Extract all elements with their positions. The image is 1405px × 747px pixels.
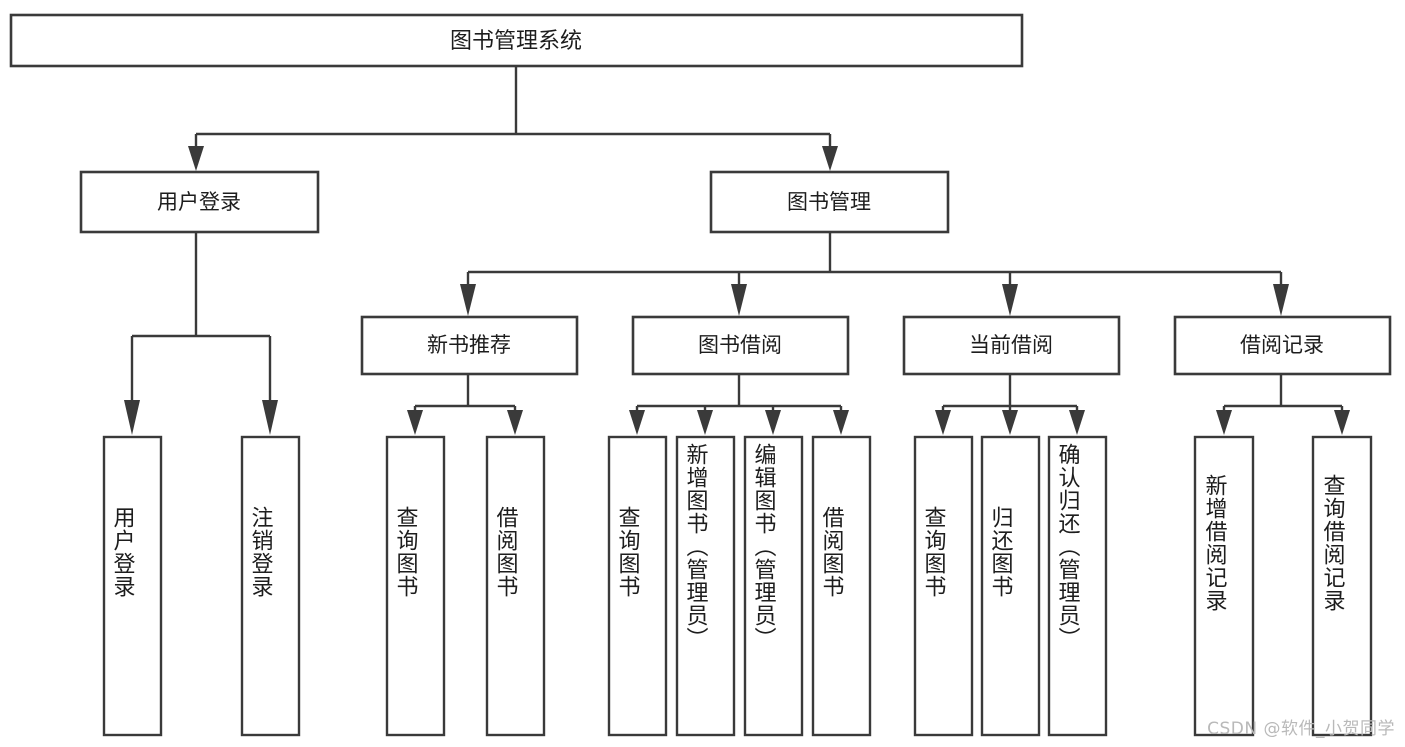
leaf-cb-query-book-box[interactable]	[913, 435, 974, 737]
leaf-br-add-record-box[interactable]	[1193, 435, 1255, 737]
leaf-bb-query-book-box[interactable]	[607, 435, 668, 737]
node-root-box[interactable]	[9, 13, 1024, 68]
node-book-manage-label: 图书管理	[787, 190, 871, 214]
leaf-cb-confirm-return-box[interactable]	[1047, 435, 1108, 737]
leaf-bb-edit-book-box[interactable]	[743, 435, 804, 737]
node-book-borrow-label: 图书借阅	[698, 333, 782, 357]
arrow-head-new-book	[460, 284, 476, 316]
arrow-head-br-leaf-1	[1216, 410, 1232, 435]
arrow-head-bb-leaf-2	[697, 410, 713, 435]
arrow-head-bb-leaf-3	[765, 410, 781, 435]
leaf-nb-query-book-box[interactable]	[385, 435, 446, 737]
node-layer	[9, 13, 1392, 737]
arrow-head-current-borrow	[1002, 284, 1018, 316]
arrow-head-bb-leaf-1	[629, 410, 645, 435]
arrow-head-book-manage	[822, 146, 838, 171]
label-layer: 图书管理系统 用户登录 图书管理 新书推荐 图书借阅 当前借阅 借阅记录	[157, 29, 1324, 357]
arrow-head-cb-leaf-1	[935, 410, 951, 435]
node-current-borrow-label: 当前借阅	[969, 333, 1053, 357]
watermark-text: CSDN @软件_小贺同学	[1207, 719, 1395, 739]
node-current-borrow-box[interactable]	[902, 315, 1121, 376]
arrow-head-nb-leaf-2	[507, 410, 523, 435]
arrow-head-cb-leaf-3	[1069, 410, 1085, 435]
leaf-br-query-record-box[interactable]	[1311, 435, 1373, 737]
node-user-login-box[interactable]	[79, 170, 320, 234]
node-user-login-label: 用户登录	[157, 190, 241, 214]
connector-layer	[124, 66, 1350, 435]
leaf-bb-add-book-box[interactable]	[675, 435, 736, 737]
node-new-book-box[interactable]	[360, 315, 579, 376]
leaf-cb-return-book-box[interactable]	[980, 435, 1041, 737]
leaf-bb-borrow-book-box[interactable]	[811, 435, 872, 737]
node-borrow-record-label: 借阅记录	[1240, 333, 1324, 357]
arrow-head-borrow-record	[1273, 284, 1289, 316]
arrow-head-br-leaf-2	[1334, 410, 1350, 435]
arrow-head-leaf-user-login	[124, 400, 140, 435]
node-borrow-record-box[interactable]	[1173, 315, 1392, 376]
node-book-manage-box[interactable]	[709, 170, 950, 234]
arrow-head-bb-leaf-4	[833, 410, 849, 435]
arrow-head-cb-leaf-2	[1002, 410, 1018, 435]
leaf-logout-box[interactable]	[240, 435, 301, 737]
node-new-book-label: 新书推荐	[427, 333, 511, 357]
leaf-user-login-box[interactable]	[102, 435, 163, 737]
arrow-head-user-login	[188, 146, 204, 171]
arrow-head-nb-leaf-1	[407, 410, 423, 435]
leaf-nb-borrow-book-box[interactable]	[485, 435, 546, 737]
node-book-borrow-box[interactable]	[631, 315, 850, 376]
arrow-head-leaf-logout	[262, 400, 278, 435]
arrow-head-book-borrow	[731, 284, 747, 316]
node-root-label: 图书管理系统	[450, 29, 582, 54]
